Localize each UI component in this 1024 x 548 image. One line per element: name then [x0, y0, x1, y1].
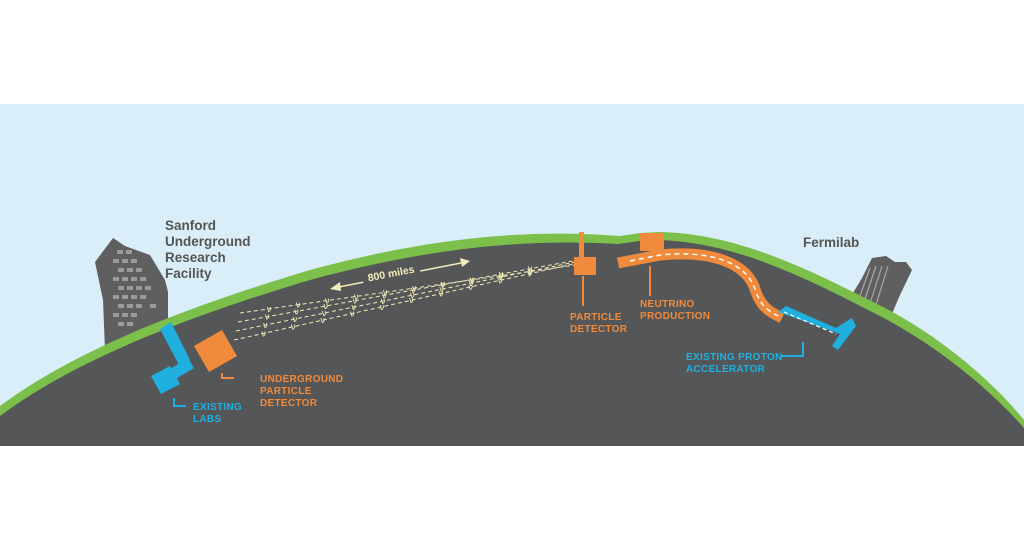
neutrino-glyph: ν: [352, 297, 357, 307]
neutrino-glyph: ν: [468, 283, 473, 293]
neutrino-glyph: ν: [296, 301, 301, 311]
neutrino-glyph: ν: [528, 265, 533, 275]
neutrino-glyph: ν: [469, 279, 474, 289]
underground-detector-label: UNDERGROUND PARTICLE DETECTOR: [260, 374, 346, 409]
neutrino-glyph: ν: [350, 310, 355, 320]
neutrino-glyph: ν: [409, 296, 414, 306]
neutrino-glyph: ν: [265, 313, 270, 323]
sanford-building: [95, 238, 168, 350]
neutrino-glyph: ν: [322, 309, 327, 319]
neutrino-glyph: ν: [498, 270, 503, 280]
neutrino-production-hall: [640, 233, 664, 251]
neutrino-glyph: ν: [528, 268, 533, 278]
neutrino-glyph: ν: [440, 281, 445, 291]
neutrino-glyph: ν: [527, 267, 532, 277]
neutrino-glyph: ν: [261, 329, 266, 339]
neutrino-glyph: ν: [351, 303, 356, 313]
neutrino-glyph: ν: [499, 272, 504, 282]
neutrino-glyph: ν: [383, 288, 388, 298]
proton-accelerator-label: EXISTING PROTON ACCELERATOR: [686, 352, 786, 375]
neutrino-glyph: ν: [410, 291, 415, 301]
neutrino-production-label: NEUTRINO PRODUCTION: [640, 299, 710, 322]
neutrino-glyph: ν: [379, 303, 384, 313]
neutrino-glyph: ν: [323, 302, 328, 312]
neutrino-glyph: ν: [380, 297, 385, 307]
existing-labs-leader: [173, 398, 186, 407]
neutrino-glyph: ν: [469, 275, 474, 285]
neutrino-glyph: ν: [438, 290, 443, 300]
existing-labs-shape: [151, 322, 194, 394]
neutrino-glyph: ν: [498, 276, 503, 286]
neutrino-glyph: ν: [382, 291, 387, 301]
neutrino-glyph: ν: [441, 280, 446, 290]
underground-detector-leader: [221, 373, 234, 379]
beam-line: [233, 263, 575, 341]
neutrino-glyph: ν: [411, 286, 416, 296]
neutrino-glyph: ν: [412, 284, 417, 294]
neutrino-glyph: ν: [498, 273, 503, 283]
proton-accelerator-shape: [778, 306, 856, 350]
proton-accelerator-leader: [781, 342, 804, 357]
particle-detector-shape: [574, 232, 596, 275]
neutrino-glyph: ν: [294, 307, 299, 317]
existing-labs-label: EXISTING LABS: [193, 402, 245, 425]
particle-detector-label: PARTICLE DETECTOR: [570, 312, 628, 335]
beam-line: [239, 264, 575, 314]
neutrino-glyph: ν: [470, 276, 475, 286]
neutrino-glyph: ν: [292, 315, 297, 325]
neutrino-glyph: ν: [325, 297, 330, 307]
beam-line: [237, 260, 575, 323]
neutrino-glyph: ν: [266, 305, 271, 315]
neutrino-glyph: ν: [527, 270, 532, 280]
underground-detector-shape: [194, 330, 237, 372]
sanford-label: Sanford Underground Research Facility: [165, 218, 254, 281]
neutrino-glyph: ν: [320, 316, 325, 326]
neutrino-glyph: ν: [439, 285, 444, 295]
fermilab-label: Fermilab: [803, 235, 859, 250]
underground: [0, 240, 1024, 446]
neutrino-glyph: ν: [291, 323, 296, 333]
neutrino-glyph: ν: [354, 292, 359, 302]
neutrino-glyph: ν: [263, 321, 268, 331]
